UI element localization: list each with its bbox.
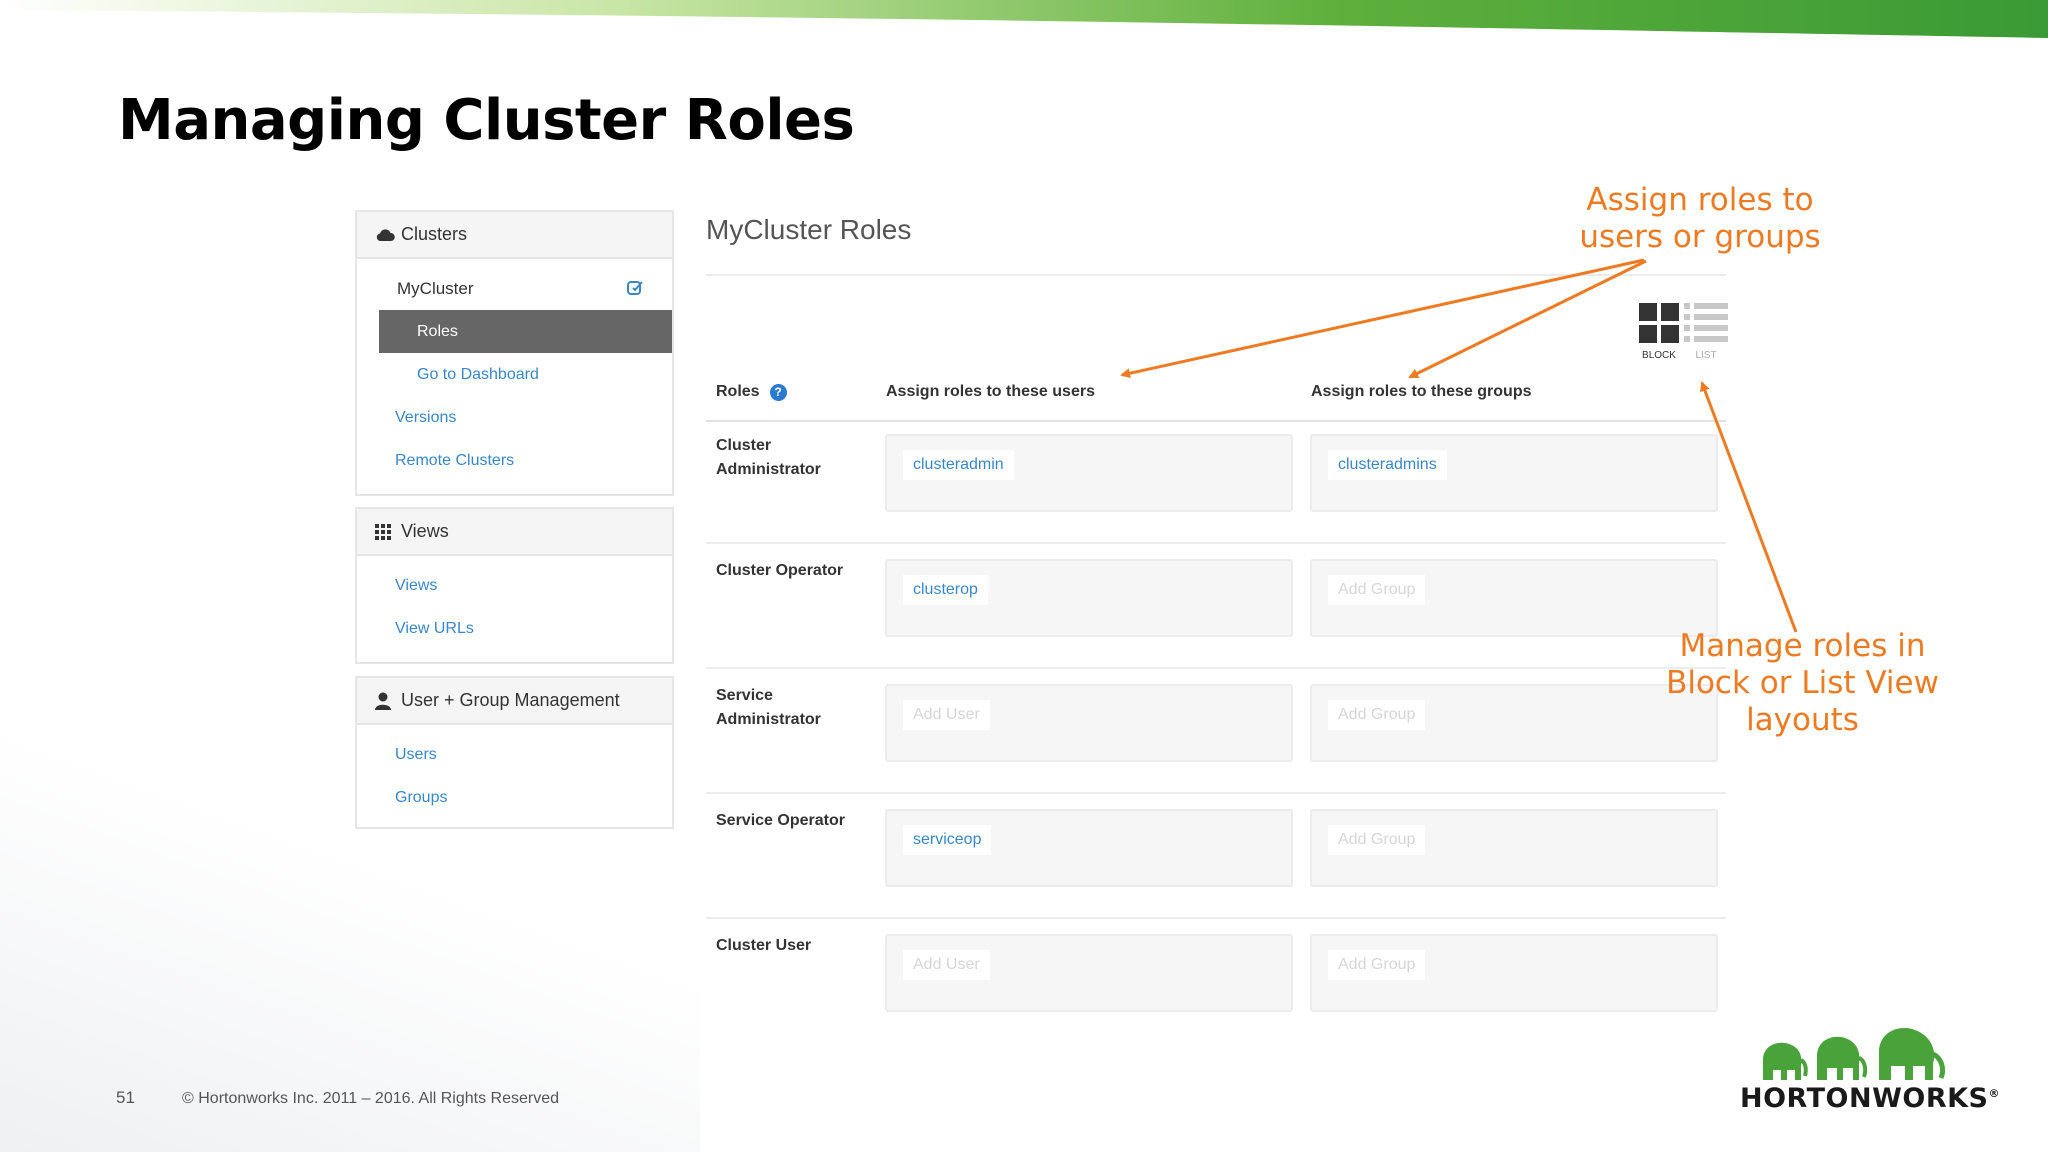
- sidebar-item-versions[interactable]: Versions: [357, 396, 672, 439]
- user-tag[interactable]: serviceop: [903, 825, 992, 855]
- sidebar-item-roles[interactable]: Roles: [379, 310, 672, 353]
- add-user-placeholder[interactable]: Add User: [903, 700, 990, 730]
- assign-users-box[interactable]: Add User: [885, 934, 1293, 1012]
- sidebar-item-label: Versions: [395, 408, 457, 426]
- assign-groups-box[interactable]: clusteradmins: [1310, 434, 1718, 512]
- add-group-placeholder[interactable]: Add Group: [1328, 575, 1426, 605]
- slide-title: Managing Cluster Roles: [118, 88, 855, 153]
- clusters-panel-title: Clusters: [401, 224, 468, 244]
- sidebar-item-go-to-dashboard[interactable]: Go to Dashboard: [357, 353, 672, 396]
- clusters-panel: Clusters MyCluster Roles Go to Dashboard…: [355, 210, 674, 496]
- sidebar-item-label: Go to Dashboard: [417, 365, 539, 383]
- row-divider: [706, 667, 1726, 669]
- assign-users-box[interactable]: Add User: [885, 684, 1293, 762]
- add-user-placeholder[interactable]: Add User: [903, 950, 990, 980]
- views-panel-header: Views: [357, 509, 672, 556]
- roles-column-header: Roles ?: [716, 383, 787, 401]
- clusters-panel-header: Clusters: [357, 212, 672, 259]
- block-view-icon: [1639, 303, 1679, 343]
- assign-groups-box[interactable]: Add Group: [1310, 559, 1718, 637]
- user-group-panel-title: User + Group Management: [401, 690, 620, 710]
- manage-layouts-callout: Manage roles in Block or List View layou…: [1640, 628, 1965, 739]
- row-divider: [706, 917, 1726, 919]
- assign-groups-box[interactable]: Add Group: [1310, 934, 1718, 1012]
- block-view-button[interactable]: BLOCK: [1636, 303, 1682, 361]
- callout-line: Assign roles to: [1586, 182, 1814, 218]
- sidebar-item-label: Roles: [417, 322, 458, 340]
- assign-roles-callout: Assign roles to users or groups: [1530, 182, 1870, 256]
- group-tag[interactable]: clusteradmins: [1328, 450, 1447, 480]
- sidebar-item-label: View URLs: [395, 619, 474, 637]
- header-divider: [706, 420, 1726, 422]
- user-group-panel-header: User + Group Management: [357, 678, 672, 725]
- assign-users-box[interactable]: clusteradmin: [885, 434, 1293, 512]
- list-view-icon: [1684, 303, 1728, 342]
- arrow-to-groups-column: [1408, 259, 1647, 379]
- logo-wordmark: HORTONWORKS®: [1740, 1083, 2000, 1114]
- callout-line: users or groups: [1579, 219, 1821, 255]
- cluster-name-label: MyCluster: [397, 278, 474, 298]
- callout-line: Manage roles in: [1679, 628, 1926, 664]
- sidebar-item-view-urls[interactable]: View URLs: [357, 607, 672, 650]
- groups-column-header: Assign roles to these groups: [1311, 383, 1532, 400]
- views-panel: Views Views View URLs: [355, 507, 674, 664]
- views-panel-title: Views: [401, 521, 449, 541]
- assign-users-box[interactable]: clusterop: [885, 559, 1293, 637]
- row-divider: [706, 542, 1726, 544]
- arrow-to-users-column: [1120, 258, 1645, 379]
- callout-line: Block or List View: [1666, 665, 1939, 701]
- add-group-placeholder[interactable]: Add Group: [1328, 825, 1426, 855]
- assign-groups-box[interactable]: Add Group: [1310, 809, 1718, 887]
- user-tag[interactable]: clusteradmin: [903, 450, 1014, 480]
- block-view-label: BLOCK: [1642, 350, 1676, 361]
- row-divider: [706, 792, 1726, 794]
- user-tag[interactable]: clusterop: [903, 575, 988, 605]
- roles-header-label: Roles: [716, 383, 760, 400]
- sidebar-item-label: Remote Clusters: [395, 451, 515, 469]
- page-number: 51: [116, 1088, 135, 1107]
- callout-line: layouts: [1746, 702, 1859, 738]
- help-icon[interactable]: ?: [769, 383, 787, 401]
- copyright-text: © Hortonworks Inc. 2011 – 2016. All Righ…: [182, 1090, 560, 1107]
- add-group-placeholder[interactable]: Add Group: [1328, 700, 1426, 730]
- registered-mark: ®: [1988, 1087, 2000, 1100]
- sidebar-item-label: Views: [395, 576, 438, 594]
- sidebar-item-label: Groups: [395, 788, 448, 806]
- cloud-icon: [375, 228, 397, 242]
- role-name: Cluster Operator: [716, 562, 844, 579]
- sidebar-item-groups[interactable]: Groups: [357, 776, 672, 819]
- edit-icon[interactable]: [626, 279, 644, 302]
- layout-switch: BLOCK LIST: [1636, 303, 1728, 363]
- grid-icon: [375, 523, 397, 540]
- elephant-logo-icon: [1763, 1028, 1946, 1080]
- role-name: Cluster Administrator: [716, 437, 821, 478]
- sidebar-cluster-name[interactable]: MyCluster: [357, 267, 672, 310]
- sidebar-item-users[interactable]: Users: [357, 733, 672, 776]
- list-view-label: LIST: [1695, 350, 1717, 361]
- user-group-panel: User + Group Management Users Groups: [355, 676, 674, 829]
- arrow-to-layout-switch: [1700, 381, 1798, 633]
- list-view-button[interactable]: LIST: [1684, 303, 1728, 361]
- user-icon: [375, 692, 397, 710]
- sidebar-item-label: Users: [395, 745, 437, 763]
- page-title: MyCluster Roles: [706, 214, 912, 245]
- hortonworks-logo: HORTONWORKS®: [1740, 1020, 2000, 1120]
- role-name: Cluster User: [716, 937, 812, 954]
- top-accent-bar: [0, 0, 2048, 38]
- sidebar-item-remote-clusters[interactable]: Remote Clusters: [357, 439, 672, 482]
- title-divider: [706, 274, 1726, 276]
- assign-groups-box[interactable]: Add Group: [1310, 684, 1718, 762]
- users-column-header: Assign roles to these users: [886, 383, 1095, 400]
- assign-users-box[interactable]: serviceop: [885, 809, 1293, 887]
- logo-wordmark-text: HORTONWORKS: [1740, 1083, 1989, 1114]
- add-group-placeholder[interactable]: Add Group: [1328, 950, 1426, 980]
- sidebar-item-views[interactable]: Views: [357, 564, 672, 607]
- role-name: Service Operator: [716, 812, 845, 829]
- role-name: Service Administrator: [716, 687, 821, 728]
